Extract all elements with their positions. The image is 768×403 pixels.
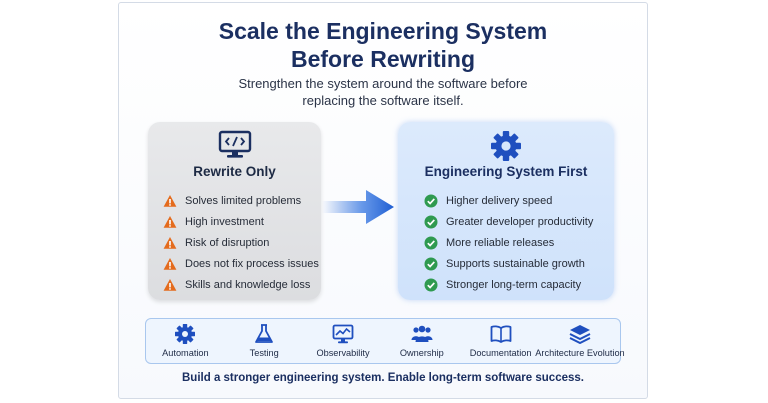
rewrite-only-panel: Rewrite Only Solves limited problems Hig… — [148, 122, 321, 300]
infographic-card: Scale the Engineering System Before Rewr… — [118, 2, 648, 399]
practice-architecture-evolution: Architecture Evolution — [535, 324, 625, 358]
list-item: Stronger long-term capacity — [424, 274, 593, 295]
list-item-label: Supports sustainable growth — [446, 257, 585, 270]
gear-icon — [491, 131, 521, 161]
engineering-system-list: Higher delivery speed Greater developer … — [424, 190, 593, 295]
practice-label: Observability — [316, 348, 370, 358]
practice-label: Testing — [249, 348, 279, 358]
practice-label: Automation — [162, 348, 209, 358]
title-line-1: Scale the Engineering System — [218, 18, 548, 44]
practice-testing: Testing — [225, 324, 304, 358]
subtitle-line-2: replacing the software itself. — [302, 93, 464, 108]
check-circle-icon — [424, 236, 438, 249]
warning-icon — [163, 215, 177, 228]
warning-icon — [163, 278, 177, 291]
code-monitor-icon — [218, 130, 251, 158]
people-icon — [411, 325, 433, 342]
title-line-2: Before Rewriting — [290, 46, 476, 72]
list-item: High investment — [163, 211, 319, 232]
monitor-chart-icon — [332, 324, 354, 344]
list-item: Risk of disruption — [163, 232, 319, 253]
arrow-right-icon — [322, 190, 394, 224]
warning-icon — [163, 194, 177, 207]
engineering-system-title: Engineering System First — [424, 164, 588, 179]
list-item: Higher delivery speed — [424, 190, 593, 211]
practice-automation: Automation — [146, 324, 225, 358]
rewrite-only-list: Solves limited problems High investment … — [163, 190, 319, 295]
engineering-system-panel: Engineering System First Higher delivery… — [398, 122, 614, 300]
page-title: Scale the Engineering System Before Rewr… — [119, 17, 647, 73]
list-item-label: Solves limited problems — [185, 194, 302, 207]
list-item-label: Higher delivery speed — [446, 194, 553, 207]
list-item-label: High investment — [185, 215, 264, 228]
list-item-label: Risk of disruption — [185, 236, 270, 249]
practice-ownership: Ownership — [382, 324, 461, 358]
list-item: More reliable releases — [424, 232, 593, 253]
list-item-label: Does not fix process issues — [185, 257, 319, 270]
check-circle-icon — [424, 278, 438, 291]
practice-documentation: Documentation — [461, 324, 540, 358]
gear-icon — [175, 324, 196, 344]
layers-icon — [569, 325, 591, 344]
check-circle-icon — [424, 215, 438, 228]
practice-label: Architecture Evolution — [535, 348, 625, 358]
list-item: Skills and knowledge loss — [163, 274, 319, 295]
tagline: Build a stronger engineering system. Ena… — [182, 372, 584, 384]
list-item: Solves limited problems — [163, 190, 319, 211]
check-circle-icon — [424, 194, 438, 207]
list-item-label: More reliable releases — [446, 236, 555, 249]
list-item: Supports sustainable growth — [424, 253, 593, 274]
subtitle: Strengthen the system around the softwar… — [119, 75, 647, 109]
subtitle-line-1: Strengthen the system around the softwar… — [238, 76, 528, 91]
practice-label: Ownership — [399, 348, 444, 358]
list-item: Greater developer productivity — [424, 211, 593, 232]
warning-icon — [163, 257, 177, 270]
list-item-label: Stronger long-term capacity — [446, 278, 582, 291]
check-circle-icon — [424, 257, 438, 270]
practice-label: Documentation — [469, 348, 532, 358]
list-item-label: Greater developer productivity — [446, 215, 594, 228]
list-item-label: Skills and knowledge loss — [185, 278, 311, 291]
rewrite-only-title: Rewrite Only — [193, 164, 276, 179]
flask-icon — [255, 324, 274, 343]
practice-observability: Observability — [304, 324, 383, 358]
practices-bar: Automation Testing Observability — [145, 318, 625, 364]
list-item: Does not fix process issues — [163, 253, 319, 274]
book-icon — [490, 325, 511, 343]
warning-icon — [163, 236, 177, 249]
